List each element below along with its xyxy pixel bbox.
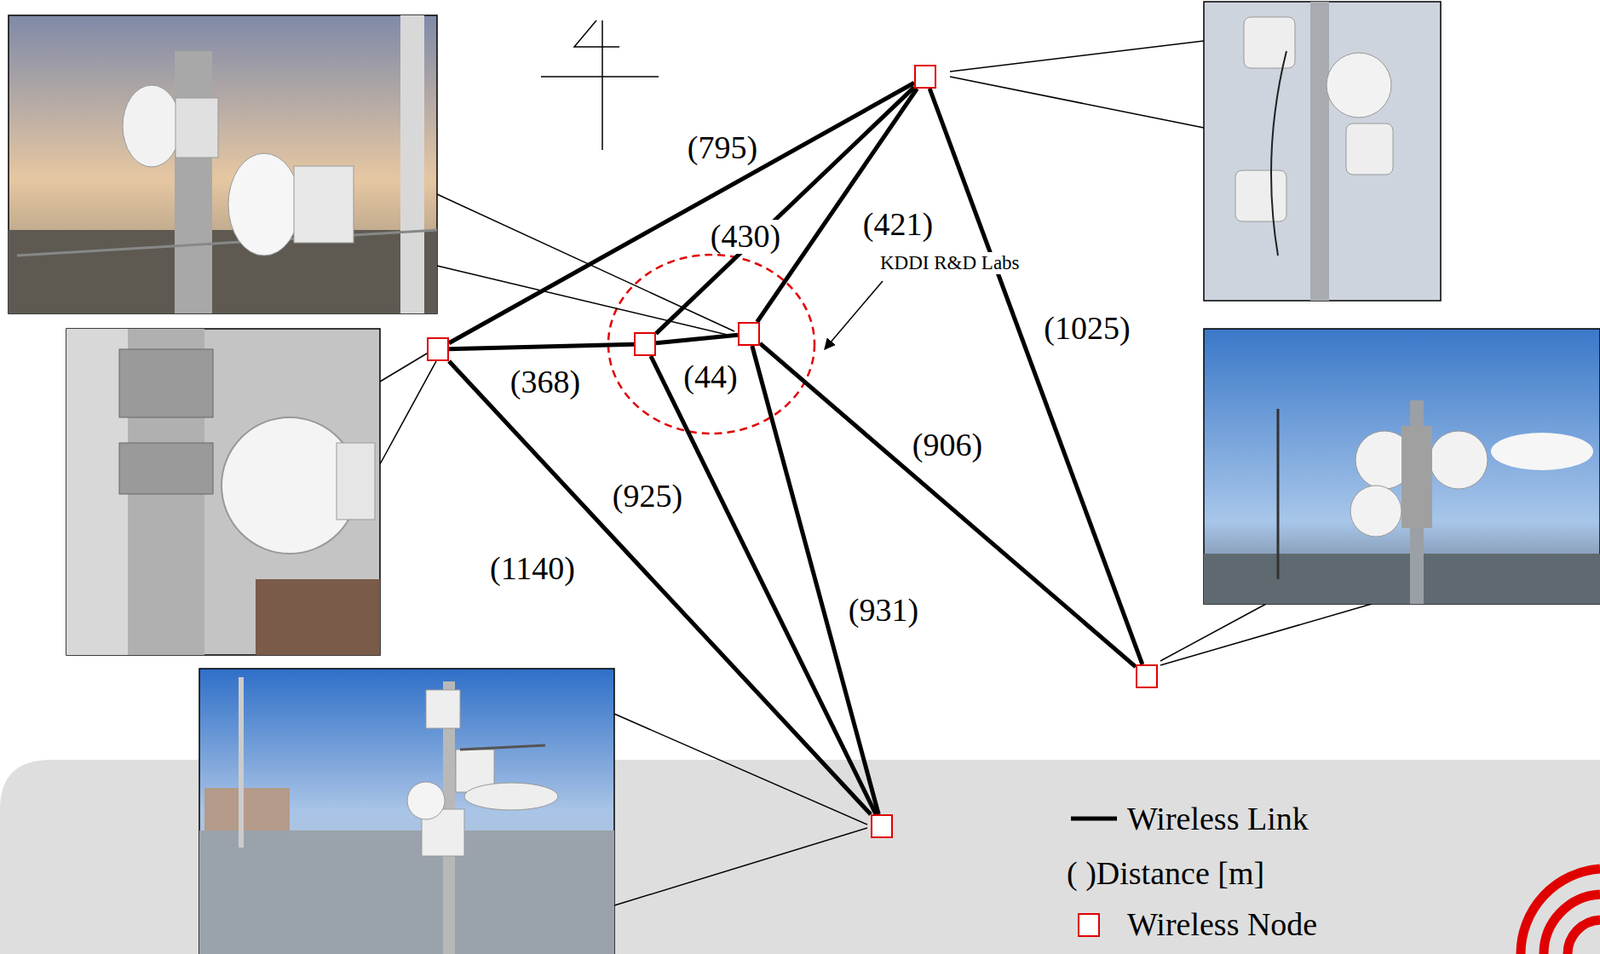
antenna-photo (1203, 328, 1600, 605)
wireless-node (1135, 664, 1158, 689)
wireless-node (914, 64, 937, 89)
legend-node-sample (1078, 914, 1100, 937)
wireless-node (870, 814, 893, 839)
wireless-link (448, 82, 915, 343)
distance-label: (430) (709, 219, 782, 254)
antenna-photo (66, 328, 380, 656)
wireless-link (929, 88, 1143, 665)
distance-label: (1140) (489, 552, 576, 587)
wireless-link (448, 344, 634, 349)
legend-line-sample (1070, 817, 1117, 822)
distance-label: (795) (686, 131, 759, 166)
wireless-link (448, 361, 871, 815)
distance-label: (1025) (1042, 311, 1131, 346)
legend-text: Wireless Link (1127, 800, 1309, 838)
wireless-node (426, 337, 449, 362)
antenna-photo (1203, 1, 1441, 301)
wireless-link (650, 356, 876, 815)
legend-text: Wireless Node (1127, 905, 1318, 944)
antenna-photo (8, 15, 438, 314)
site-label: KDDI R&D Labs (880, 252, 1020, 275)
logo-arcs (1520, 869, 1600, 954)
distance-label: (931) (847, 593, 920, 628)
distance-label: (925) (611, 479, 684, 514)
north-symbol (541, 20, 659, 150)
wireless-link (656, 334, 738, 343)
wireless-node (737, 322, 760, 346)
distance-label: (906) (911, 428, 984, 463)
legend-text: ( )Distance [m] (1066, 854, 1265, 893)
antenna-photo (199, 668, 615, 954)
kddi-leader-arrow (824, 281, 883, 350)
wireless-link (757, 88, 918, 323)
wireless-link (752, 345, 879, 815)
distance-label: (421) (862, 207, 934, 242)
distance-label: (368) (509, 365, 582, 400)
wireless-node (633, 332, 657, 357)
wireless-link (759, 343, 1136, 668)
distance-label: (44) (682, 360, 738, 395)
